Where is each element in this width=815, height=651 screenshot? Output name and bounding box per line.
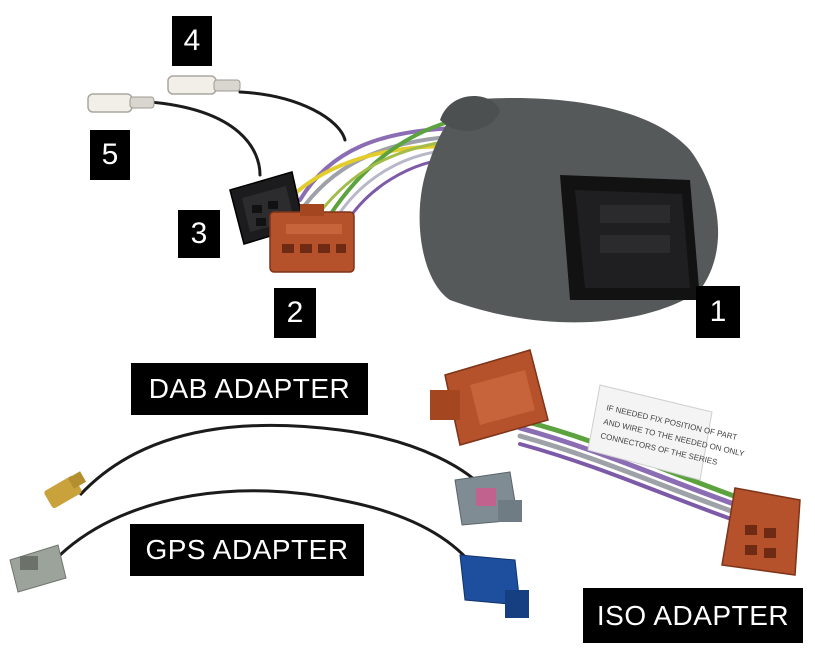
dab-adapter <box>44 423 522 526</box>
iso-adapter-connector-left <box>430 349 549 446</box>
label-3: 3 <box>178 210 220 258</box>
label-dab-adapter: DAB ADAPTER <box>131 363 368 415</box>
spade-terminal-4 <box>167 75 241 95</box>
iso-adapter-connector-right <box>721 487 801 576</box>
terminal-wires <box>148 90 347 177</box>
foam-housing <box>419 96 719 323</box>
label-1: 1 <box>696 286 740 338</box>
label-gps-adapter: GPS ADAPTER <box>130 524 364 576</box>
label-5: 5 <box>90 130 130 180</box>
spade-terminal-5 <box>87 93 155 113</box>
label-4: 4 <box>172 16 212 66</box>
label-2: 2 <box>274 288 316 338</box>
iso-adapter-sticker <box>587 384 713 481</box>
label-iso-adapter: ISO ADAPTER <box>583 588 803 643</box>
iso-connector-orange-small <box>269 204 355 273</box>
gps-adapter <box>9 489 529 618</box>
